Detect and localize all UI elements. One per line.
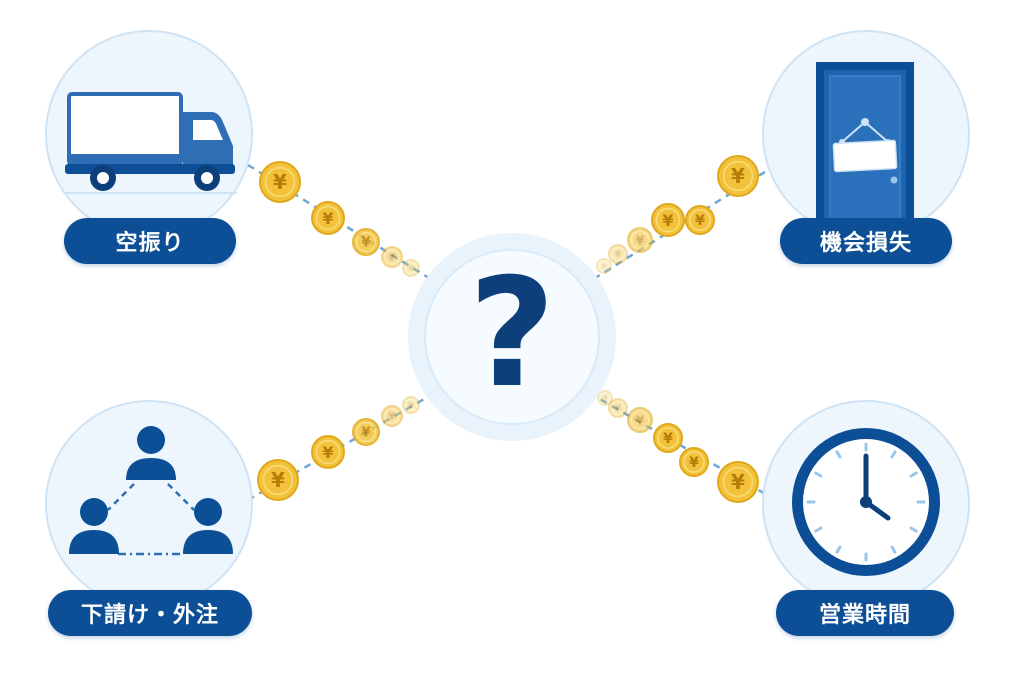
door-node-circle [762,30,970,238]
svg-text:¥: ¥ [602,263,607,271]
clock-tick [890,545,897,554]
clock-tick [835,450,842,459]
center-circle: ? [408,233,616,441]
svg-text:¥: ¥ [271,468,285,492]
svg-text:¥: ¥ [615,404,622,414]
svg-text:¥: ¥ [361,426,370,441]
clock-tick [890,450,897,459]
yen-coin-icon: ¥ [257,459,299,501]
truck-icon [65,92,237,194]
svg-text:¥: ¥ [408,264,414,273]
yen-coin-icon: ¥ [311,435,345,469]
yen-coin-icon: ¥ [679,447,709,477]
svg-text:¥: ¥ [389,253,396,264]
svg-text:¥: ¥ [615,250,622,260]
clock-tick [835,545,842,554]
svg-text:¥: ¥ [689,455,699,471]
closed-door-icon [816,62,914,222]
yen-coin-icon: ¥ [685,205,715,235]
yen-coin-icon: ¥ [608,398,628,418]
svg-text:¥: ¥ [636,413,645,427]
truck-node-circle [45,30,253,238]
network-node-circle [45,400,253,608]
yen-coin-icon: ¥ [381,405,403,427]
yen-coin-icon: ¥ [651,203,685,237]
yen-coin-icon: ¥ [259,161,301,203]
clock-icon [792,428,940,576]
yen-coin-icon: ¥ [653,423,683,453]
connector-top-right [583,163,777,287]
network-node-label: 下請け・外注 [48,590,252,636]
yen-coin-icon: ¥ [311,201,345,235]
yen-coin-icon: ¥ [381,246,403,268]
yen-coin-icon: ¥ [717,155,759,197]
svg-text:¥: ¥ [273,170,287,194]
yen-coin-icon: ¥ [352,418,380,446]
yen-coin-icon: ¥ [402,396,420,414]
connector-bottom-left [247,388,441,502]
svg-text:¥: ¥ [389,412,396,423]
yen-coin-icon: ¥ [717,461,759,503]
clock-node-label: 営業時間 [776,590,954,636]
svg-text:¥: ¥ [662,211,673,230]
connector-top-left [247,163,441,287]
yen-coin-icon: ¥ [608,244,628,264]
center-inner-circle: ? [424,249,600,425]
clock-tick [909,526,918,533]
svg-text:¥: ¥ [408,401,414,410]
clock-tick [909,471,918,478]
svg-text:¥: ¥ [636,233,645,247]
yen-coin-icon: ¥ [597,390,613,406]
people-network-icon [69,426,233,556]
clock-node-circle [762,400,970,608]
yen-coin-icon: ¥ [627,407,653,433]
yen-coin-icon: ¥ [596,258,612,274]
question-mark-icon: ? [468,247,556,421]
svg-text:¥: ¥ [603,395,608,403]
svg-text:¥: ¥ [322,209,333,228]
yen-coin-icon: ¥ [627,227,653,253]
clock-tick [814,526,823,533]
svg-text:¥: ¥ [361,236,370,251]
yen-coin-icon: ¥ [402,259,420,277]
clock-tick [814,471,823,478]
svg-text:¥: ¥ [322,443,333,462]
svg-text:¥: ¥ [731,470,745,494]
svg-text:¥: ¥ [663,431,673,447]
svg-text:¥: ¥ [695,213,705,229]
svg-text:¥: ¥ [731,164,745,188]
door-node-label: 機会損失 [780,218,952,264]
yen-coin-icon: ¥ [352,228,380,256]
truck-node-label: 空振り [64,218,236,264]
coin-group: ¥ ¥ ¥ ¥ ¥ ¥ ¥ ¥ ¥ ¥ ¥ ¥ ¥ ¥ ¥ ¥ ¥ ¥ ¥ ¥ ¥ ¥ [257,155,759,503]
